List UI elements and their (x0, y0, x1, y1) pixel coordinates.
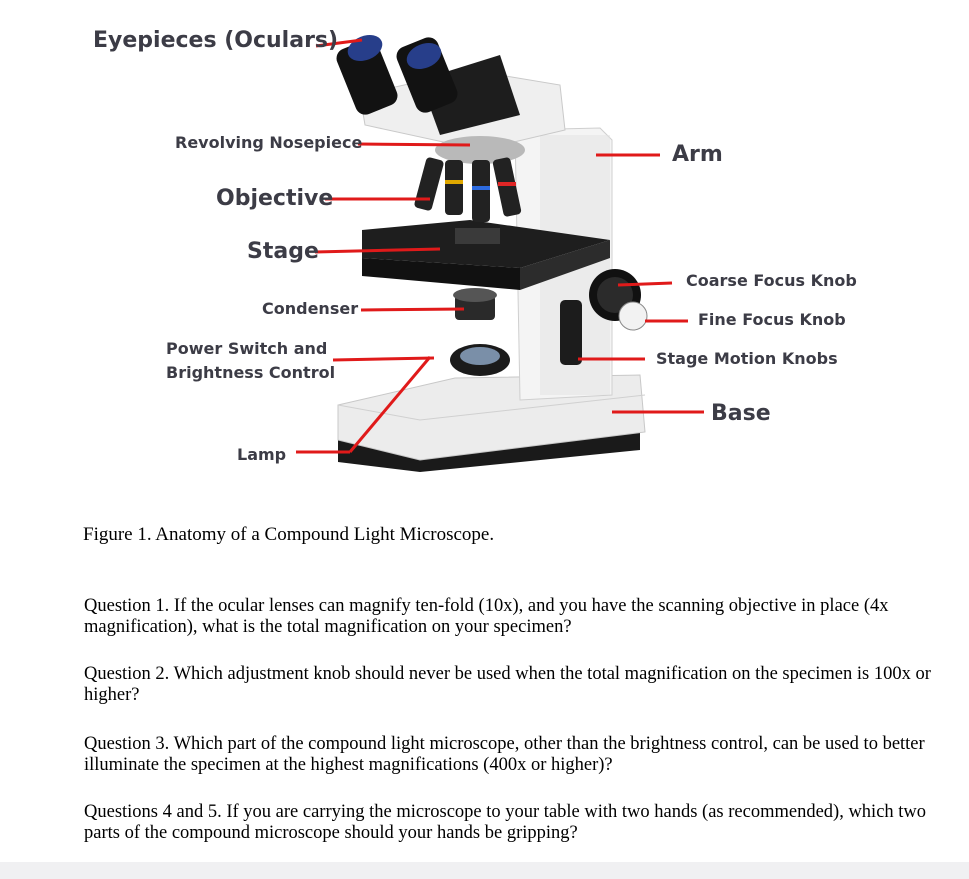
label-power-line1: Power Switch and (166, 339, 328, 358)
nosepiece (435, 136, 525, 164)
label-fine-focus: Fine Focus Knob (698, 310, 846, 329)
page-bottom-strip (0, 862, 969, 879)
label-stage-motion: Stage Motion Knobs (656, 349, 838, 368)
label-arm: Arm (672, 142, 723, 167)
condenser-body (455, 295, 495, 320)
question-2: Question 2. Which adjustment knob should… (84, 664, 931, 705)
label-nosepiece: Revolving Nosepiece (175, 133, 363, 152)
label-stage: Stage (247, 239, 319, 264)
question-1: Question 1. If the ocular lenses can mag… (84, 596, 889, 637)
label-objective: Objective (216, 186, 334, 211)
label-lamp: Lamp (237, 445, 287, 464)
question-4-5: Questions 4 and 5. If you are carrying t… (84, 802, 927, 843)
stage-motion (560, 300, 582, 365)
objective-4 (492, 157, 522, 217)
objective-2 (445, 160, 463, 215)
figure-caption: Figure 1. Anatomy of a Compound Light Mi… (83, 524, 495, 545)
label-condenser: Condenser (262, 299, 359, 318)
label-eyepieces: Eyepieces (Oculars) (93, 28, 339, 53)
label-coarse-focus: Coarse Focus Knob (686, 271, 857, 290)
label-power-line2: Brightness Control (166, 363, 336, 382)
microscope-figure: Eyepieces (Oculars) Revolving Nosepiece … (93, 28, 857, 472)
fine-knob (618, 301, 648, 331)
microscope-illustration (296, 34, 704, 472)
objective-3 (472, 160, 490, 222)
label-base: Base (711, 401, 771, 426)
objective-1 (414, 157, 444, 211)
leader-lines (296, 38, 704, 454)
question-3: Question 3. Which part of the compound l… (84, 734, 925, 775)
